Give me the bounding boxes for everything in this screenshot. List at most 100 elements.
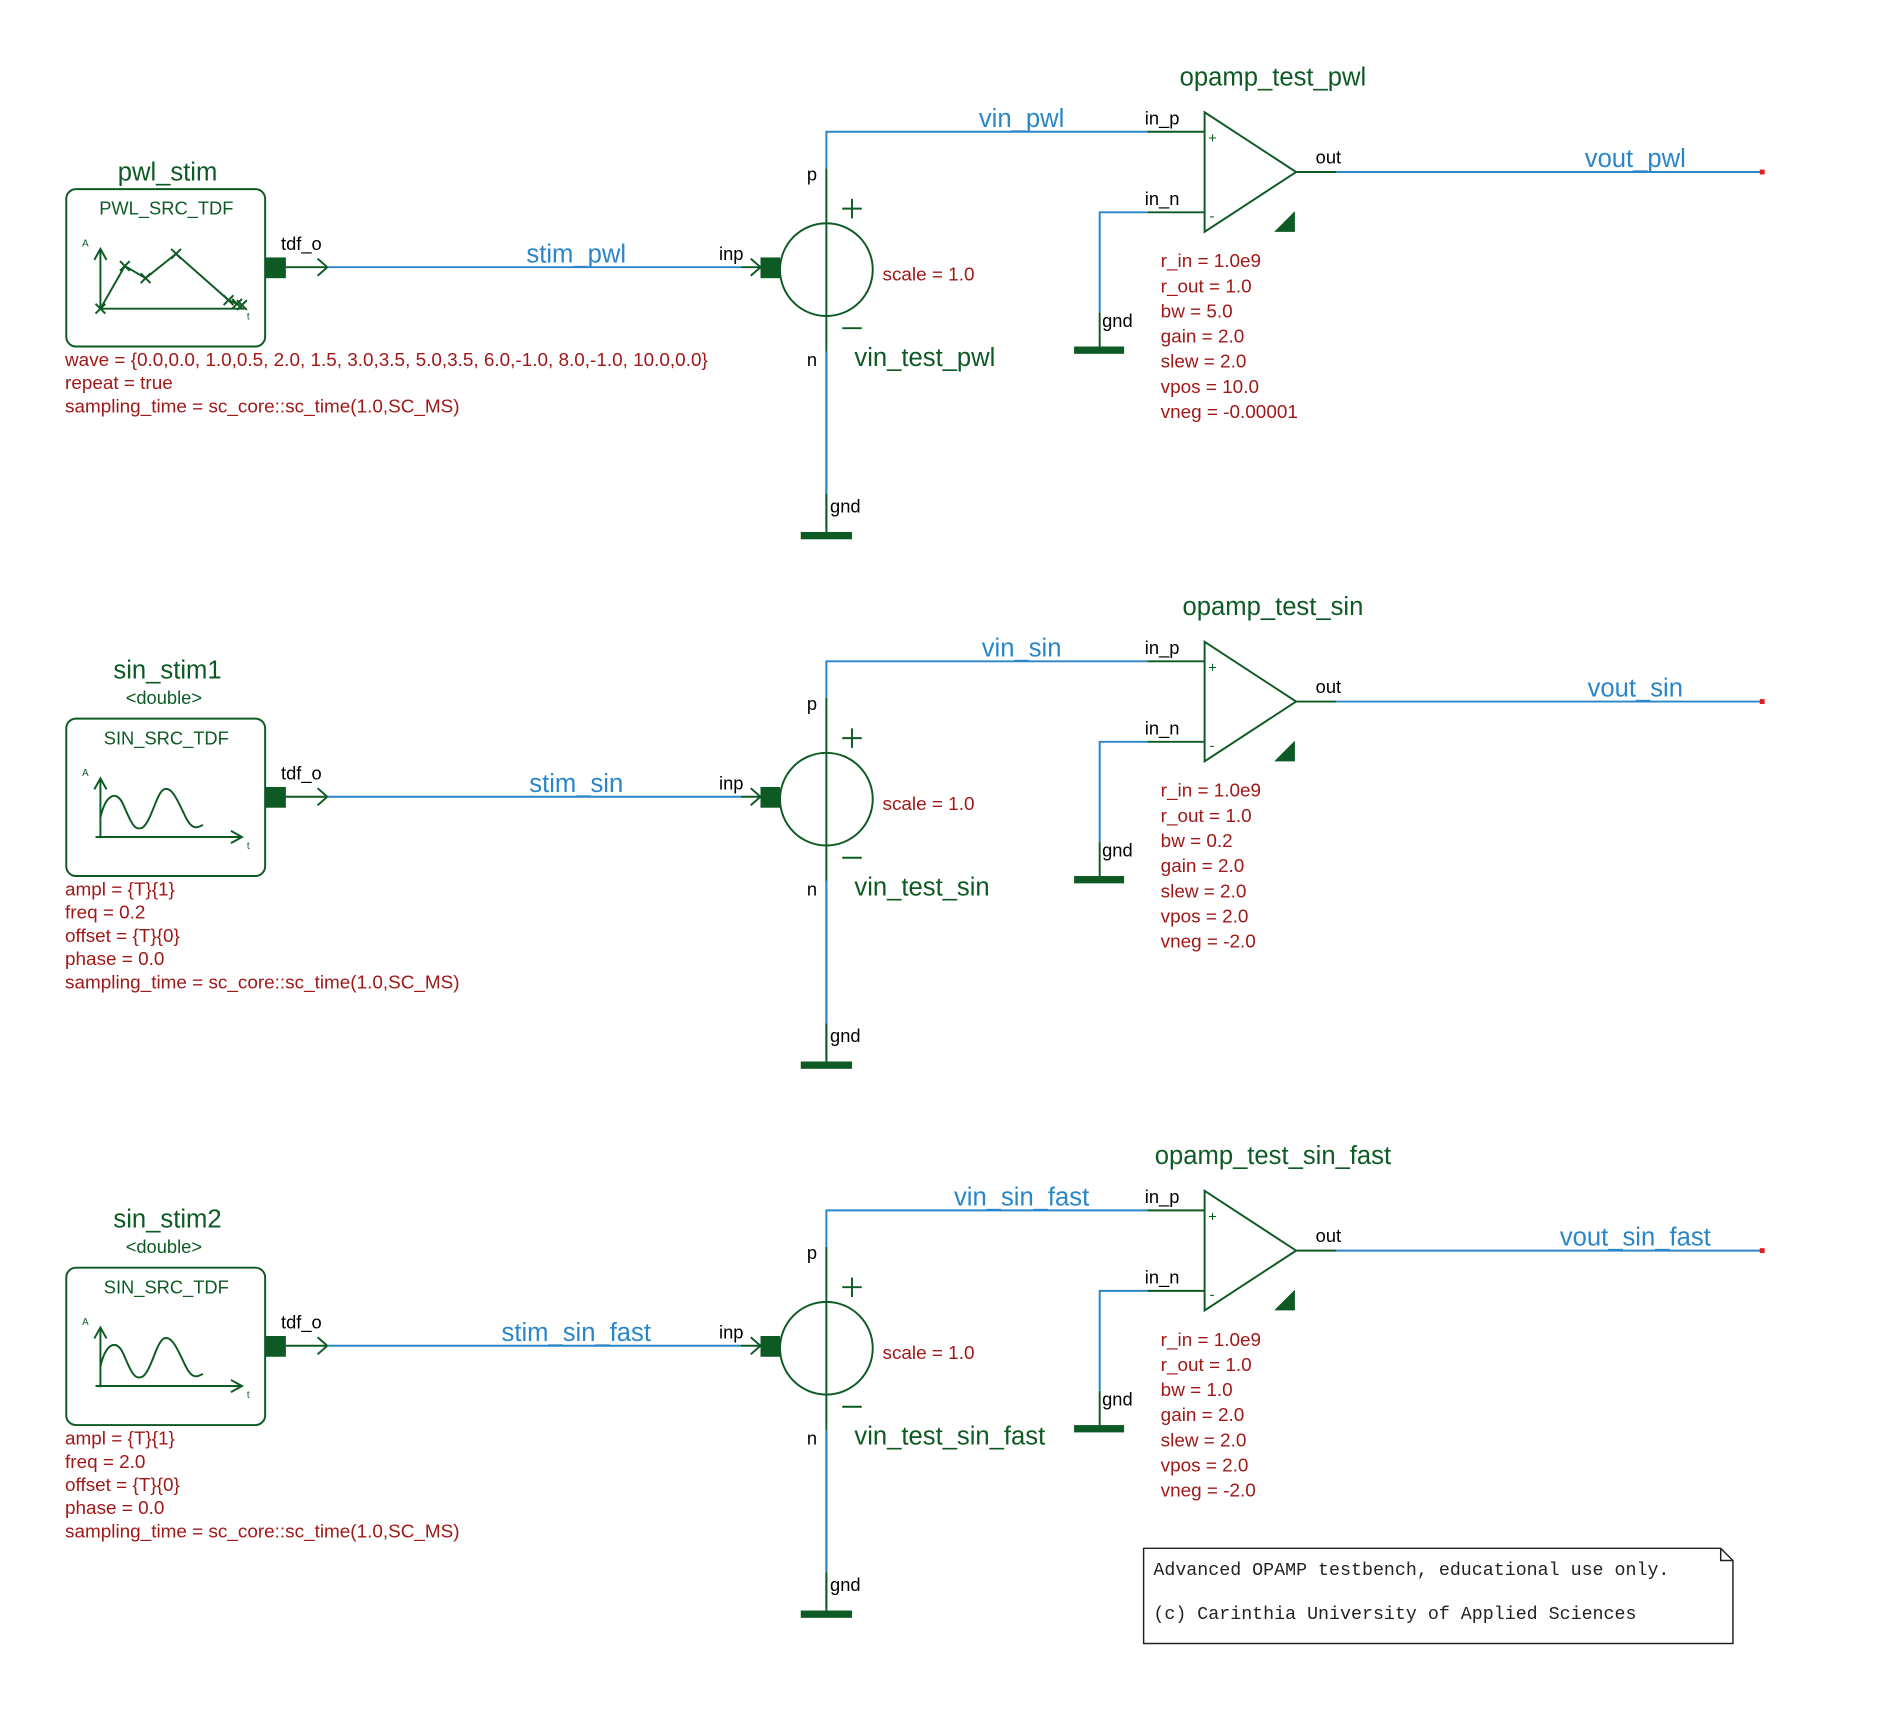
source-param: scale = 1.0 [883,794,975,815]
minus-sign-icon: - [1209,1287,1214,1303]
pwl-point-marker [94,303,106,315]
opamp-parameter: bw = 5.0 [1161,301,1233,322]
inp-label: inp [719,243,743,264]
plus-sign-icon: + [1208,1209,1217,1225]
net-terminal-marker [1759,699,1765,704]
out-label: out [1316,146,1341,167]
plus-sign-icon: + [1208,131,1217,147]
port-square [265,1336,286,1357]
opamp-parameter: slew = 2.0 [1161,881,1247,902]
instance-name: vin_test_sin [854,874,989,902]
opamp-parameter: vpos = 10.0 [1161,377,1259,398]
note-frame [1142,1547,1734,1645]
in-n-gnd-wire [1098,211,1148,313]
block-parameter: sampling_time = sc_core::sc_time(1.0,SC_… [65,1521,460,1542]
axis-y-label: A [82,1317,89,1328]
instance-name: vin_test_sin_fast [854,1423,1045,1451]
resize-corner-icon [1274,211,1295,232]
block-parameter: freq = 2.0 [65,1452,145,1473]
note-line-2: (c) Carinthia University of Applied Scie… [1153,1605,1636,1625]
ground-symbol-icon [1074,1425,1125,1433]
n-label: n [807,349,817,370]
inp-port-square [760,786,781,808]
instance-name: opamp_test_sin_fast [1155,1142,1391,1170]
note-line-1: Advanced OPAMP testbench, educational us… [1153,1561,1669,1581]
schematic-row: sin_stim2<double>SIN_SRC_TDFAttdf_oampl … [65,1142,1765,1618]
net-label: stim_sin_fast [502,1319,651,1347]
plus-sign-icon [842,728,862,748]
block-parameter: sampling_time = sc_core::sc_time(1.0,SC_… [65,396,460,417]
opamp-parameter: vneg = -0.00001 [1161,402,1298,423]
block-parameter: phase = 0.0 [65,949,164,970]
net-label: vout_sin_fast [1560,1224,1711,1252]
sine-waveform-icon: At [82,768,250,852]
net-terminal-marker [1759,1248,1765,1254]
n-label: n [807,1428,817,1449]
in-p-label: in_p [1145,637,1180,659]
inp-label: inp [719,772,743,793]
p-label: p [807,693,817,714]
opamp-parameter: r_out = 1.0 [1161,276,1252,297]
port-square [265,257,286,279]
axis-arrow-y [93,1325,108,1339]
block-parameter: wave = {0.0,0.0, 1.0,0.5, 2.0, 1.5, 3.0,… [64,350,708,371]
net-wire-vin_sin_fast[interactable] [825,1209,1148,1247]
comment-note[interactable]: Advanced OPAMP testbench, educational us… [1142,1547,1734,1645]
plus-sign-icon: + [1208,660,1217,676]
sine-waveform-icon: At [82,1317,250,1401]
opamp-parameter: vpos = 2.0 [1161,906,1249,927]
net-wire-vin_pwl[interactable] [825,130,1148,169]
opamp-parameter: r_in = 1.0e9 [1161,251,1261,272]
port-label: tdf_o [281,233,322,255]
opamp-triangle [1203,1189,1298,1313]
net-wire-vin_sin[interactable] [825,660,1148,698]
template-type: <double> [126,1236,202,1257]
opamp-parameter: r_out = 1.0 [1161,806,1252,827]
source-param: scale = 1.0 [883,1343,975,1364]
net-terminal-marker [1759,169,1765,175]
block-parameter: phase = 0.0 [65,1498,164,1519]
block-parameter: ampl = {T}{1} [65,1429,175,1450]
gnd-label: gnd [1102,1389,1133,1410]
source-param: scale = 1.0 [883,265,975,286]
in-p-label: in_p [1145,1186,1180,1208]
stimulus-block-sin_stim2[interactable]: sin_stim2<double>SIN_SRC_TDFAttdf_oampl … [65,1205,460,1542]
gnd-label: gnd [1102,840,1133,861]
block-type-label: SIN_SRC_TDF [104,727,229,749]
axis-y-label: A [82,768,89,779]
inp-port-square [760,257,781,279]
plus-sign-icon [842,198,862,219]
opamp-parameter: r_in = 1.0e9 [1161,781,1261,802]
ground-symbol-icon [1074,346,1125,354]
resize-corner-icon [1274,1289,1295,1311]
minus-sign-icon: - [1209,738,1214,754]
pwl-point-marker [236,299,248,311]
pwl-point-marker [139,272,152,284]
opamp-triangle [1203,110,1298,234]
gnd-label: gnd [830,495,861,516]
instance-name: sin_stim1 [113,656,221,684]
stimulus-block-sin_stim1[interactable]: sin_stim1<double>SIN_SRC_TDFAttdf_oampl … [65,656,460,993]
pwl-point-marker [222,294,235,306]
in-n-label: in_n [1145,717,1180,739]
axis-arrow-x [230,1379,244,1393]
ground-symbol-icon [800,1061,853,1069]
net-label: stim_sin [529,770,623,798]
axis-x-label: t [247,1390,250,1401]
axis-x-label: t [247,312,250,323]
port-label: tdf_o [281,1312,322,1334]
out-label: out [1316,676,1341,697]
opamp-parameter: slew = 2.0 [1161,352,1247,373]
net-label: vin_pwl [979,105,1064,133]
axis-arrow-y [93,776,108,790]
opamp-triangle [1203,639,1298,764]
opamp-parameter: r_out = 1.0 [1161,1355,1252,1376]
